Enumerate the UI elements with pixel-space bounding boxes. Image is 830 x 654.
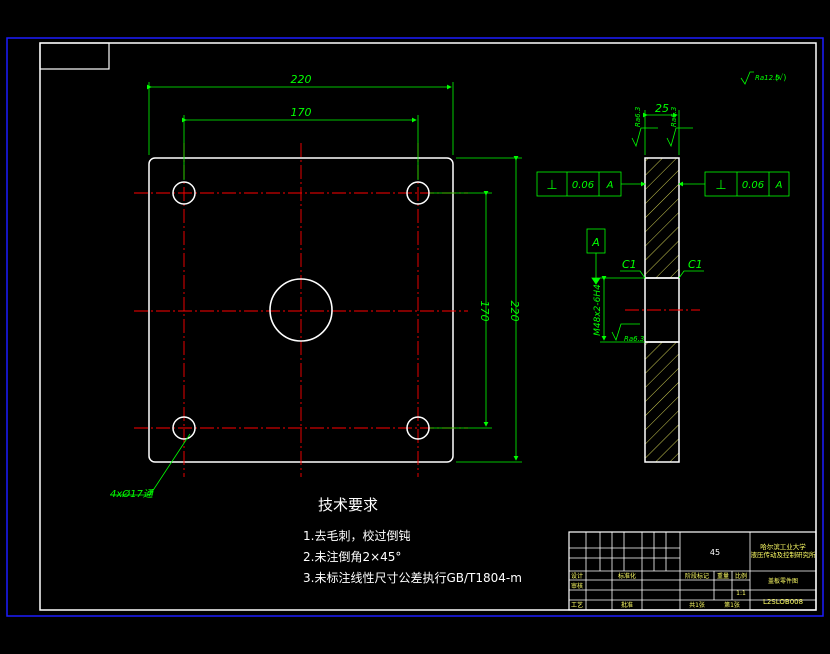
plan-view: 220 170 170 220 4xØ17通 — [110, 73, 522, 500]
tol-left-datum: A — [606, 180, 614, 191]
title-drawing-no: L2SLOB008 — [763, 598, 803, 606]
tol-right-datum: A — [775, 180, 783, 191]
title-stage: 阶段标记 — [685, 572, 709, 580]
tol-right-symbol: ⊥ — [715, 178, 726, 193]
dim-thickness: 25 — [655, 102, 669, 115]
title-scale-value: 1:1 — [736, 590, 746, 597]
surface-finish-value: Ra12.5 — [755, 74, 780, 82]
tech-item-3: 3.未标注线性尺寸公差执行GB/T1804-m — [303, 570, 522, 585]
surface-finish-paren: (√) — [775, 73, 786, 82]
section-bottom-hatch — [644, 341, 680, 463]
tech-requirements: 技术要求 1.去毛刺，校过倒钝 2.未注倒角2×45° 3.未标注线性尺寸公差执… — [303, 496, 522, 585]
roughness-left: Ra6.3 — [634, 107, 642, 127]
tech-item-1: 1.去毛刺，校过倒钝 — [303, 528, 410, 543]
section-top-hatch — [644, 157, 680, 279]
plan-dimensions — [110, 82, 522, 496]
tech-item-2: 2.未注倒角2×45° — [303, 549, 401, 564]
title-approve: 批准 — [621, 601, 633, 609]
dim-hole-spacing-x: 170 — [291, 106, 312, 119]
title-standard: 标准化 — [618, 572, 636, 580]
chamfer-left: C1 — [622, 258, 637, 271]
title-designer: 设计 — [571, 572, 583, 580]
center-bore — [269, 278, 333, 342]
title-block — [568, 531, 817, 611]
title-material: 45 — [710, 548, 720, 557]
title-sheet: 第1张 — [724, 601, 740, 609]
chamfer-right: C1 — [688, 258, 703, 271]
dim-overall-width: 220 — [291, 73, 312, 86]
corner-box — [39, 42, 110, 70]
tol-left-value: 0.06 — [572, 180, 594, 191]
dim-overall-height: 220 — [508, 301, 521, 322]
drawing-frame — [39, 42, 817, 611]
title-part-name: 盖板零件图 — [768, 577, 798, 585]
dim-hole-spacing-y: 170 — [478, 301, 491, 322]
tol-left-symbol: ⊥ — [546, 178, 557, 193]
title-weight: 重量 — [717, 572, 729, 580]
title-process: 工艺 — [571, 601, 583, 609]
hole-callout: 4xØ17通 — [110, 488, 155, 500]
surface-finish-note: Ra12.5 (√) — [740, 71, 786, 85]
tol-right-value: 0.06 — [742, 180, 764, 191]
title-scale: 比例 — [735, 572, 747, 580]
datum-label: A — [591, 236, 600, 249]
title-checker: 审核 — [571, 582, 583, 590]
section-view: 25 Ra6.3 Ra6.3 ⊥ 0.06 A ⊥ 0.06 A A C1 C1… — [536, 102, 790, 463]
section-dimensions — [536, 110, 790, 343]
outer-border — [6, 37, 824, 617]
hole-bottom-right — [406, 416, 430, 440]
roughness-right: Ra6.3 — [670, 107, 678, 127]
hole-bottom-left — [172, 416, 196, 440]
bore-callout: M48x2-6H4 — [593, 284, 603, 336]
hole-top-right — [406, 181, 430, 205]
title-institution: 哈尔滨工业大学液压传动及控制研究所 — [751, 542, 817, 559]
tech-title: 技术要求 — [318, 496, 378, 514]
center-lines — [134, 143, 468, 477]
title-sheets: 共1张 — [689, 601, 705, 609]
roughness-bore: Ra6.3 — [624, 335, 644, 343]
hole-top-left — [172, 181, 196, 205]
